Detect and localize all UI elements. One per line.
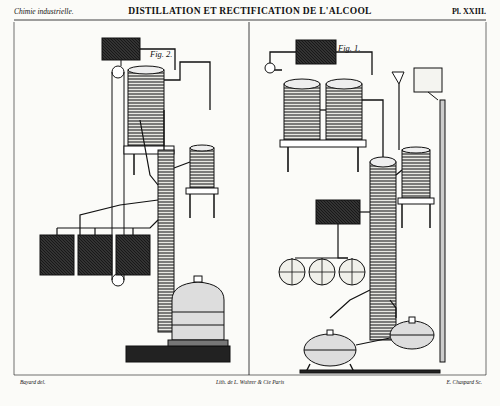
receiver-tank [40,235,74,275]
barrel-hoop [322,259,323,285]
condenser-table [280,140,366,147]
drawing [14,20,486,375]
condenser-coil [326,84,362,140]
barrel [279,259,305,285]
frame-rule [14,20,486,21]
boiler-dome [327,330,333,335]
boiler-dome [194,276,202,282]
pipe [132,228,133,235]
pipe [94,228,95,235]
table-leg [357,147,359,172]
boiler-band [390,335,434,336]
page-fold [249,22,250,375]
condenser-top [128,66,164,74]
pipe [164,62,210,110]
pulley [112,274,124,286]
condenser-top [284,79,320,89]
funnel [392,72,404,84]
barrel [309,259,335,285]
floor [300,370,440,373]
barrel [339,259,365,285]
reservoir [102,38,140,60]
figure-label: Fig. 1. [338,44,360,53]
barrel-spout [292,258,293,259]
gauge-box [414,68,442,92]
boiler [304,334,356,366]
pipe [140,120,158,185]
engraver-credit: E. Chaspard Sc. [446,380,482,386]
refrigerant [402,150,430,198]
pipe [360,211,370,212]
barrel-spout [352,258,353,259]
receiver-tank [116,235,150,275]
pipe [320,109,326,110]
boiler-band [172,312,224,313]
stand-leg [189,194,191,218]
pipe [80,200,158,235]
boiler-dome [409,317,415,323]
refrigerant-stand [186,188,218,194]
column-top [370,157,396,167]
pipe [398,84,399,150]
stand-leg [429,204,431,228]
pipe [338,224,348,258]
figure-label: Fig. 2. [150,50,172,59]
valve [265,63,275,73]
boiler [390,321,434,349]
condenser-coil [128,70,164,146]
refrigerant [190,148,214,188]
stand-leg [401,204,403,228]
pipe [57,220,158,228]
table-leg [287,147,289,172]
pipe [356,338,390,345]
receiver-tank [78,235,112,275]
level-gauge [440,100,445,362]
pipe [362,100,383,157]
barrel-hoop [292,259,293,285]
printer-credit: Lith. de L. Wuhrer & Cie Paris [216,380,284,386]
barrel-hoop [352,259,353,285]
furnace-base [126,346,230,362]
pulley [112,66,124,78]
boiler-band [304,350,356,351]
plate-title: DISTILLATION ET RECTIFICATION DE L'ALCOO… [128,7,372,17]
refrigerant-stand [398,198,434,204]
refrigerant-top [190,145,214,151]
barrel-spout [322,258,323,259]
frame-rule [14,22,486,375]
stand-leg [133,154,135,175]
draughtsman-credit: Bayard del. [20,380,45,386]
pipe [396,170,402,175]
chain [121,60,122,66]
pipe [56,228,57,235]
plate-number: Pl. XXIII. [452,8,486,16]
reservoir [296,40,336,64]
pipe [163,110,164,150]
stand-leg [213,194,215,218]
pipe [140,49,175,70]
refrigerant-top [402,147,430,153]
boiler-seat [168,340,228,346]
receiver-box [316,200,360,224]
series-name: Chimie industrielle. [14,8,74,16]
rectifying-column [370,162,396,340]
pipe [295,257,348,258]
pipe [390,300,396,318]
pipe [174,162,190,168]
boiler-band [172,325,224,326]
condenser-top [326,79,362,89]
condenser-coil [284,84,320,140]
pipe [428,92,438,100]
pipe [330,290,370,318]
boiler [172,282,224,340]
pipe [336,52,372,75]
